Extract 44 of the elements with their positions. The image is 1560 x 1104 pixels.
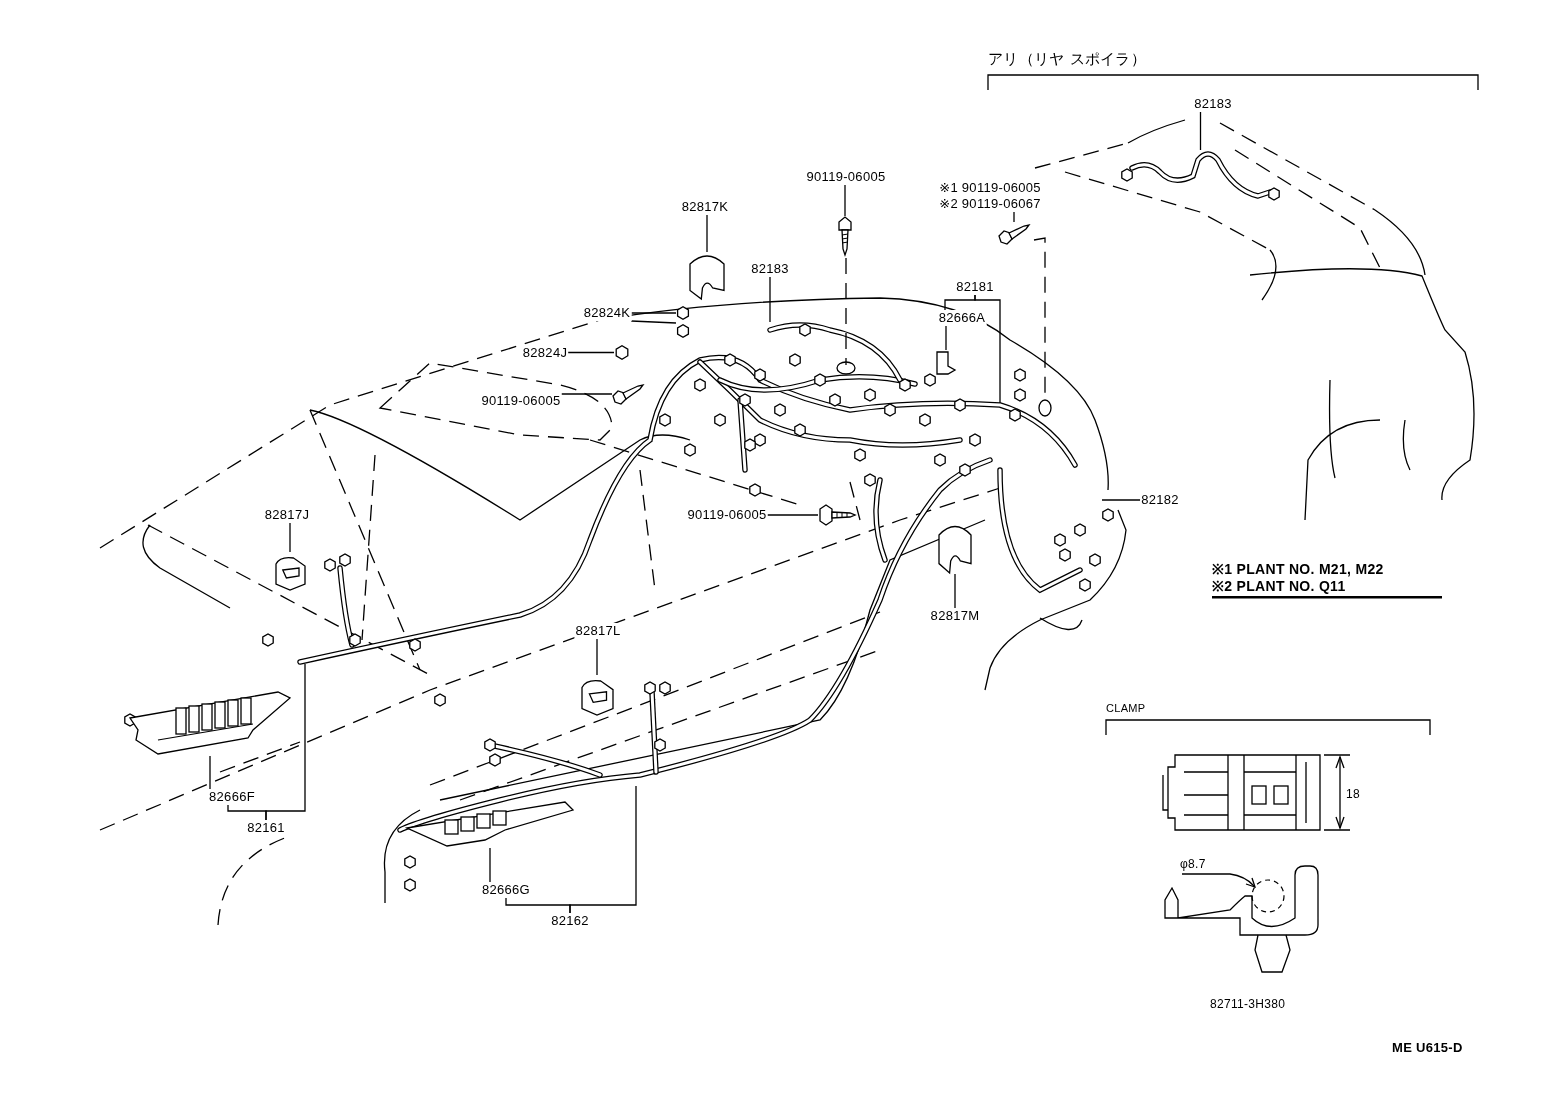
note-text: アリ（リヤ スポイラ）: [988, 50, 1147, 68]
leader-line: [567, 351, 615, 354]
bolt: [836, 216, 854, 256]
part-number: 82817L: [574, 623, 622, 639]
junction-block: [405, 800, 575, 848]
leader-line: [954, 573, 956, 609]
bolt: [818, 503, 856, 527]
part-number: 82666A: [937, 310, 987, 326]
note-text: φ8.7: [1180, 857, 1206, 872]
leader-line: [560, 393, 613, 395]
leader-line: [630, 312, 677, 314]
leader-line: [945, 325, 947, 351]
part-number: 82824K: [582, 305, 632, 321]
leader-line: [489, 847, 491, 883]
connector: [614, 345, 630, 360]
leader-line: [706, 214, 708, 253]
note-text: 18: [1346, 787, 1360, 802]
bolt: [998, 222, 1030, 244]
bracket: [935, 350, 957, 376]
leader-line: [630, 320, 677, 324]
leader-line: [769, 276, 771, 323]
part-number: ※2 90119-06067: [939, 196, 1041, 212]
trim-cover: [688, 252, 726, 300]
leader-line: [766, 514, 819, 516]
leader-line: [844, 184, 846, 217]
bolt: [612, 382, 642, 406]
leader-line: [974, 294, 1001, 404]
leader-line: [1199, 111, 1202, 151]
leader-line: [289, 522, 291, 553]
note-text: ※2 PLANT NO. Q11: [1212, 578, 1346, 595]
leader-line: [1013, 211, 1015, 223]
leader-line: [596, 638, 598, 676]
part-number: ※1 90119-06005: [939, 180, 1041, 196]
note-text: ※1 PLANT NO. M21, M22: [1212, 561, 1384, 578]
note-text: CLAMP: [1106, 702, 1146, 716]
junction-block: [128, 690, 292, 756]
leader-line: [265, 663, 306, 821]
leader-line: [1101, 499, 1141, 501]
leader-line: [209, 755, 211, 790]
leader-line: [569, 785, 637, 914]
connector: [676, 323, 690, 339]
note-text: ME U615-D: [1392, 1040, 1463, 1056]
connector: [676, 305, 690, 321]
note-text: 82711-3H380: [1210, 997, 1286, 1012]
